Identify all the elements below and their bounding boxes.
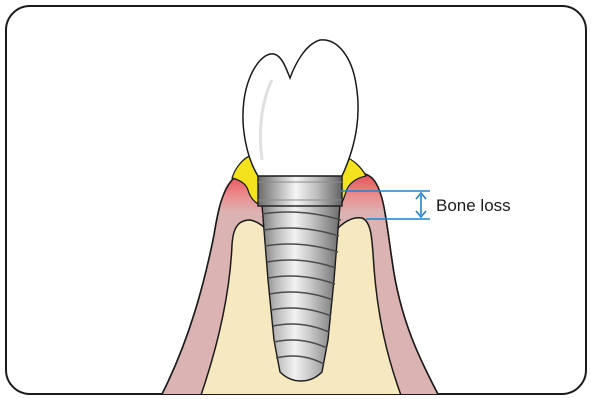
implant-abutment [258, 174, 342, 206]
bone-loss-label: Bone loss [436, 196, 511, 215]
